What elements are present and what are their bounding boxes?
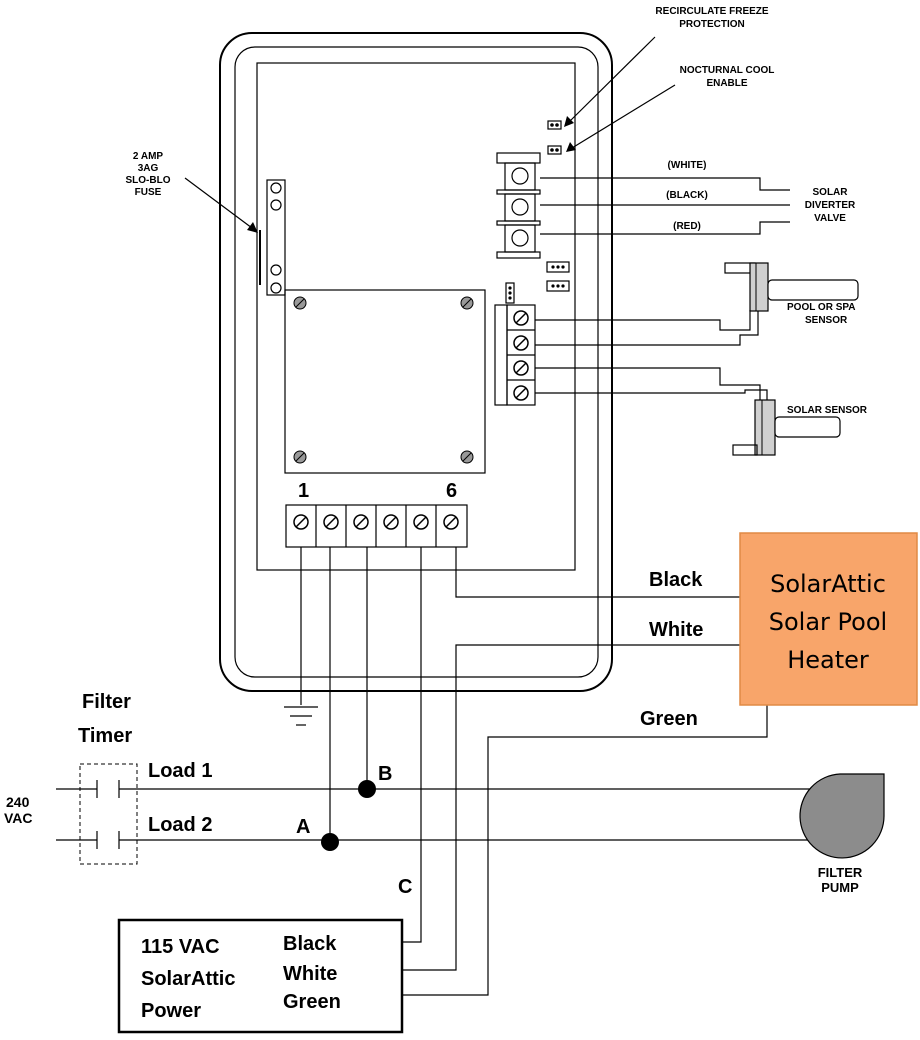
- label-point-c: C: [398, 876, 412, 898]
- controller-enclosure: [219, 32, 613, 692]
- label-solar-sensor: SOLAR SENSOR: [787, 405, 868, 416]
- filter-timer: [56, 763, 138, 865]
- jumper-recirculate-freeze: [547, 120, 562, 130]
- solar-sensor: [732, 399, 841, 456]
- label-timer: Timer: [78, 725, 132, 747]
- label-load2: Load 2: [148, 814, 212, 836]
- label-load1: Load 1: [148, 760, 212, 782]
- label-terminal-6: 6: [446, 480, 457, 502]
- label-arrows: [184, 36, 676, 233]
- power-wire-black: Black: [283, 933, 337, 955]
- heater-label-3: Heater: [787, 646, 869, 674]
- power-box: [117, 918, 404, 1034]
- label-recirculate-1: RECIRCULATE FREEZE: [655, 6, 768, 17]
- heater-label-1: SolarAttic: [770, 570, 886, 598]
- label-pool-sensor-1: POOL OR SPA: [787, 302, 856, 313]
- power-label-3: Power: [141, 1000, 201, 1022]
- heater-wire-black: Black: [649, 569, 703, 591]
- valve-wires: [540, 177, 790, 235]
- label-valve-2: DIVERTER: [805, 200, 856, 211]
- transformer: [284, 289, 486, 474]
- heater-label-2: Solar Pool: [769, 608, 887, 636]
- filter-pump-icon: [799, 773, 885, 859]
- label-wire-white: (WHITE): [668, 160, 707, 171]
- label-pool-sensor-2: SENSOR: [805, 315, 848, 326]
- power-label-1: 115 VAC: [141, 936, 220, 958]
- sensor-terminal-block: [494, 304, 536, 406]
- label-fuse-4: FUSE: [135, 187, 162, 198]
- label-fuse-1: 2 AMP: [133, 151, 164, 162]
- label-nocturnal-1: NOCTURNAL COOL: [680, 65, 775, 76]
- label-wire-red: (RED): [673, 221, 701, 232]
- jumper-nocturnal-cool: [547, 145, 562, 155]
- label-fuse-2: 3AG: [138, 163, 159, 174]
- label-fuse-3: SLO-BLO: [126, 175, 171, 186]
- label-vac: VAC: [4, 810, 33, 826]
- heater-wire-green: Green: [640, 708, 698, 730]
- label-recirculate-2: PROTECTION: [679, 19, 745, 30]
- pool-spa-sensor: [724, 262, 859, 312]
- label-nocturnal-2: ENABLE: [706, 78, 747, 89]
- heater-box: [739, 532, 918, 706]
- power-wire-green: Green: [283, 991, 341, 1013]
- jumper-group: [505, 261, 570, 304]
- fuse-holder: [259, 179, 286, 296]
- label-wire-black: (BLACK): [666, 190, 708, 201]
- label-filter: Filter: [82, 691, 131, 713]
- power-wire-white: White: [283, 963, 337, 985]
- power-label-2: SolarAttic: [141, 968, 235, 990]
- label-terminal-1: 1: [298, 480, 309, 502]
- load-lines: [119, 780, 830, 851]
- sensor-wires: [535, 310, 768, 400]
- label-point-a: A: [296, 816, 310, 838]
- label-valve-3: VALVE: [814, 213, 846, 224]
- valve-terminal-block: [496, 152, 541, 259]
- label-240: 240: [6, 794, 30, 810]
- label-pump-1: FILTER: [818, 865, 863, 880]
- heater-wire-white: White: [649, 619, 703, 641]
- label-pump-2: PUMP: [821, 880, 859, 895]
- main-terminal-block: [285, 504, 468, 548]
- label-point-b: B: [378, 763, 392, 785]
- label-valve-1: SOLAR: [813, 187, 849, 198]
